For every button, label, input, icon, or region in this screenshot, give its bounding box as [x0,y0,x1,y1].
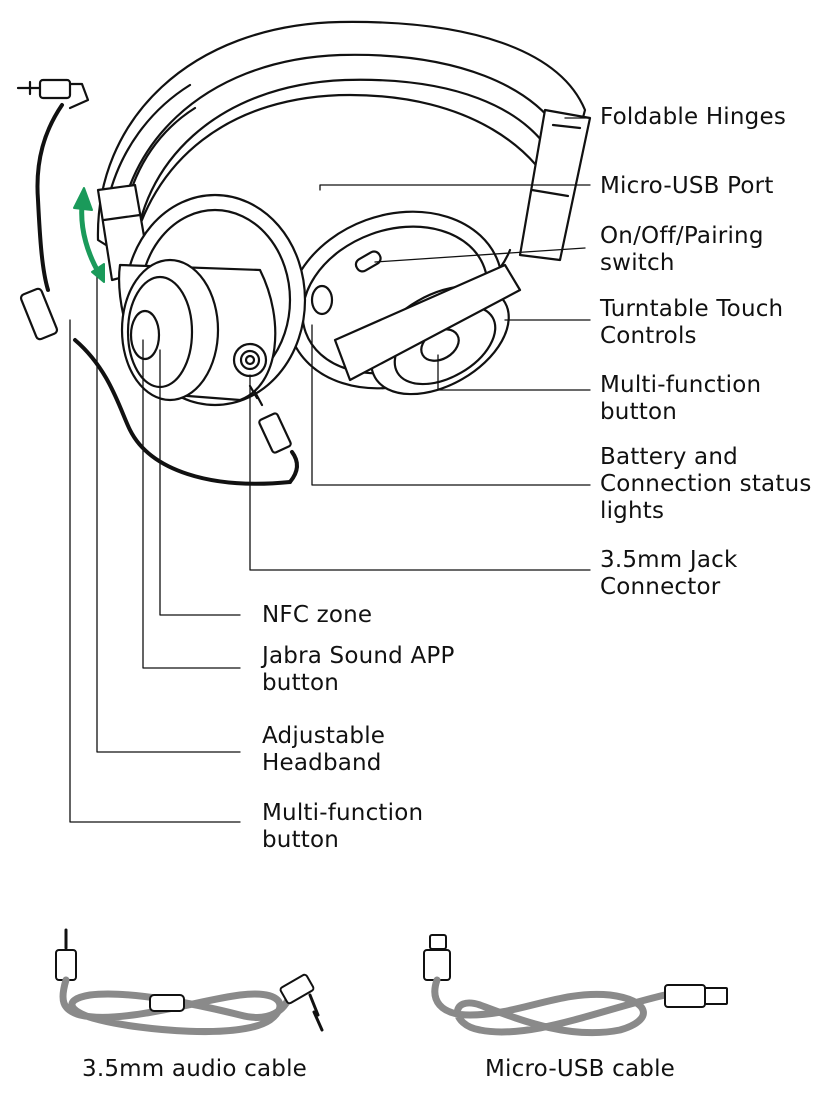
label-jabra-sound-app-button: Jabra Sound APP button [262,643,455,697]
audio-cable-caption: 3.5mm audio cable [82,1056,308,1082]
label-line: 3.5mm Jack [600,547,738,573]
label-line: Micro-USB Port [600,173,774,199]
attached-cable [16,78,299,486]
label-line: Connector [600,574,721,600]
headband [96,20,587,262]
label-adjustable-headband: Adjustable Headband [262,723,385,777]
label-line: Adjustable [262,723,386,749]
usb-cable-caption: Micro-USB cable [485,1056,676,1082]
adjust-arrow [73,187,105,283]
label-line: Multi-function [600,372,762,398]
label-multi-function-button-left: Multi-function button [262,800,423,854]
label-line: Headband [262,750,382,776]
label-line: Jabra Sound APP [262,643,455,669]
label-line: button [262,670,340,696]
callout-leaders [69,117,591,823]
label-line: NFC zone [262,602,373,628]
label-line: Battery and [600,444,738,470]
label-jack-connector: 3.5mm Jack Connector [600,547,738,601]
left-earcup [118,193,307,407]
label-turntable-touch-controls: Turntable Touch Controls [600,296,783,350]
label-line: Multi-function [262,800,424,826]
label-line: button [262,827,340,853]
label-line: Turntable Touch [600,296,784,322]
label-line: button [600,399,678,425]
label-line: switch [600,250,675,276]
audio-cable-illustration [55,928,324,1036]
label-on-off-pairing-switch: On/Off/Pairing switch [600,223,764,277]
label-line: On/Off/Pairing [600,223,764,249]
label-foldable-hinges: Foldable Hinges [600,104,786,131]
label-battery-status-lights: Battery and Connection status lights [600,444,812,525]
label-nfc-zone: NFC zone [262,602,372,629]
label-micro-usb-port: Micro-USB Port [600,173,774,200]
label-line: lights [600,498,665,524]
usb-cable-illustration [423,934,728,1037]
label-line: Connection status [600,471,812,497]
label-multi-function-button-right: Multi-function button [600,372,761,426]
label-line: Foldable Hinges [600,104,787,130]
label-line: Controls [600,323,697,349]
